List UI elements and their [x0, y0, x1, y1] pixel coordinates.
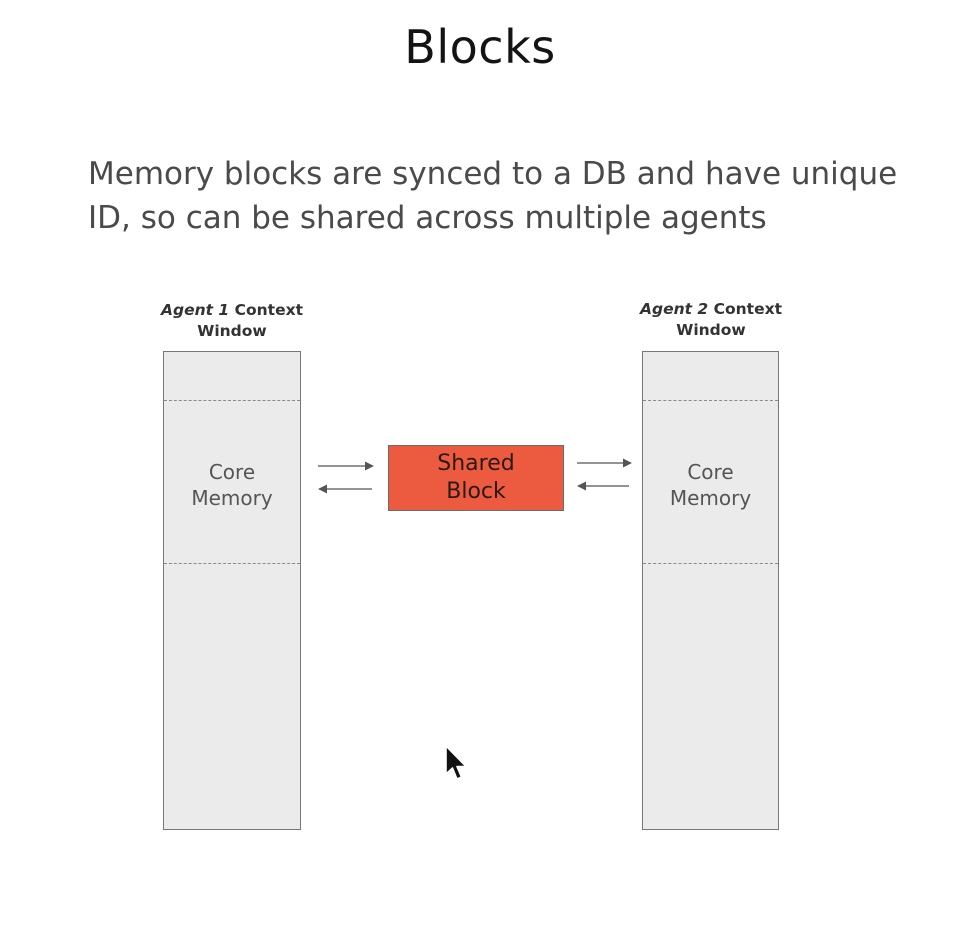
agent-1-core-memory-line2: Memory: [191, 486, 273, 510]
slide-title: Blocks: [404, 20, 556, 74]
agent-2-core-memory-line1: Core: [687, 460, 734, 484]
agent-1-name: Agent 1: [160, 301, 230, 319]
agent-1-label-suffix: Context: [229, 301, 304, 319]
slide-description: Memory blocks are synced to a DB and hav…: [88, 156, 898, 236]
mouse-pointer-icon: [445, 745, 467, 780]
agent-1-context-window-label: Agent 1 Context Window: [137, 300, 327, 342]
agent-1-label-line2: Window: [197, 322, 267, 340]
shared-block-line1: Shared: [437, 451, 515, 476]
agent-2-core-memory-top-divider: [643, 400, 778, 401]
agent-1-context-window: Core Memory: [163, 351, 301, 830]
shared-block-line2: Block: [446, 479, 506, 504]
agent-2-label-suffix: Context: [708, 300, 783, 318]
agent-2-core-memory: Core Memory: [643, 459, 778, 511]
agent-1-core-memory-top-divider: [164, 400, 300, 401]
agent-2-name: Agent 2: [639, 300, 709, 318]
agent-2-label-line2: Window: [676, 321, 746, 339]
agent-2-core-memory-bottom-divider: [643, 563, 778, 564]
agent-2-context-window: Core Memory: [642, 351, 779, 830]
agent-2-context-window-label: Agent 2 Context Window: [616, 299, 806, 341]
agent-2-core-memory-line2: Memory: [669, 486, 752, 510]
agent-1-core-memory: Core Memory: [164, 459, 300, 511]
shared-block: Shared Block: [388, 445, 564, 511]
agent-1-core-memory-bottom-divider: [164, 563, 300, 564]
agent-1-core-memory-line1: Core: [208, 460, 256, 484]
